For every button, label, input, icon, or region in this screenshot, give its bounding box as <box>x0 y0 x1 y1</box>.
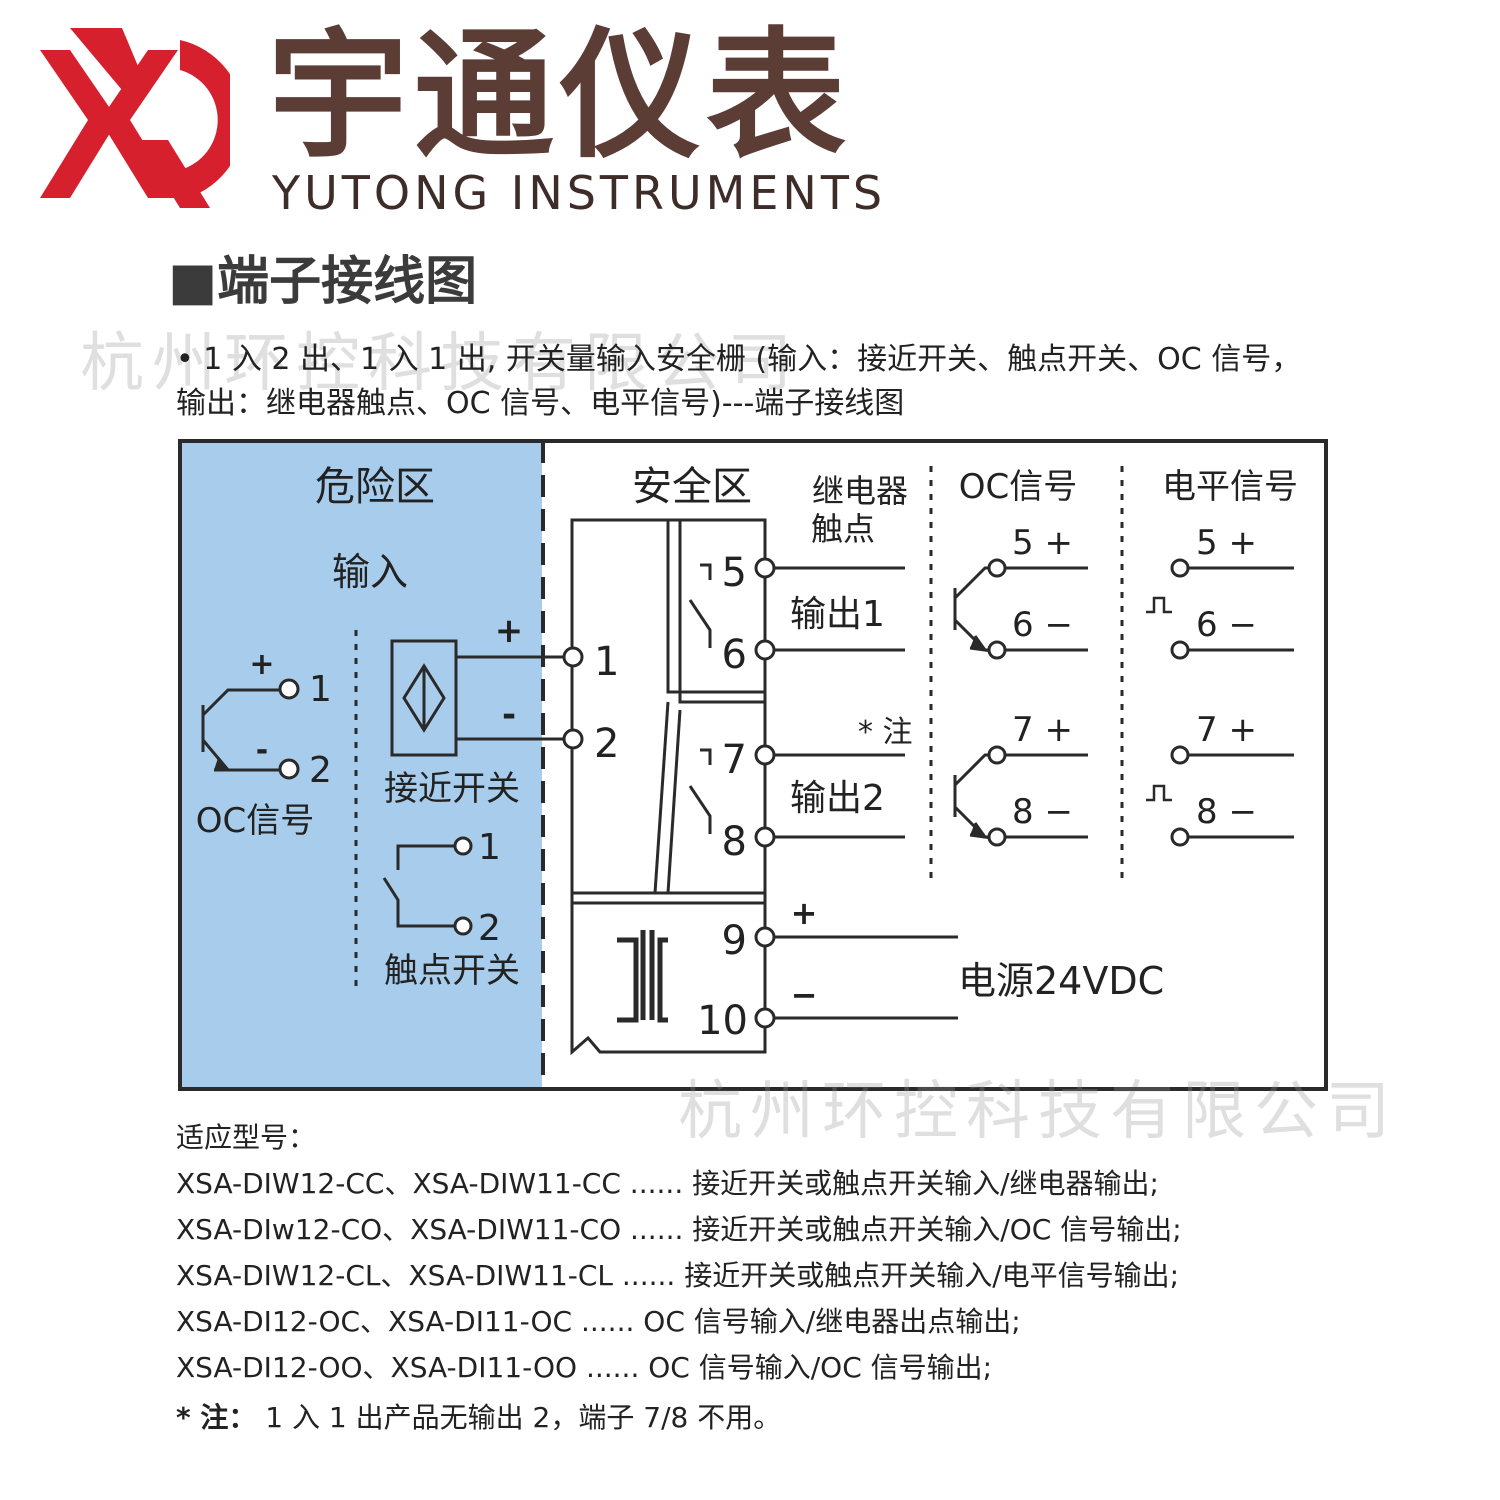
level-output-t5: 5 + <box>1196 523 1257 563</box>
models-note-text: 1 入 1 出产品无输出 2，端子 7/8 不用。 <box>256 1401 782 1434</box>
contact-switch-icon <box>382 836 473 936</box>
power-minus: − <box>791 976 818 1014</box>
brand-name-en: YUTONG INSTRUMENTS <box>272 166 887 220</box>
level-output-t6: 6 − <box>1196 605 1257 645</box>
relay-1-icon <box>688 563 712 648</box>
input-terminal-2: 2 <box>594 721 619 767</box>
watermark: 杭州环控科技有限公司 <box>80 327 800 401</box>
relay-2-icon <box>688 748 712 834</box>
oc-input-minus: - <box>256 733 268 768</box>
module-body <box>570 518 767 1056</box>
input-label: 输入 <box>332 550 408 594</box>
description-line-1: • 1 入 2 出、1 入 1 出, 开关量输入安全栅 (输入：接近开关、触点开… <box>176 342 1302 377</box>
output-terminals <box>754 557 958 1029</box>
model-row: XSA-DIW12-CC、XSA-DIW11-CC ...... 接近开关或触点… <box>176 1167 1159 1200</box>
section-title: ■端子接线图 <box>168 252 478 312</box>
oc-output-transistor-1-icon <box>953 558 1088 660</box>
level-output-2-icon <box>1146 745 1294 847</box>
oc-output-t7: 7 + <box>1012 710 1073 750</box>
safe-zone-title: 安全区 <box>632 464 752 510</box>
output-terminal-5: 5 <box>722 550 747 596</box>
transformer-icon <box>617 930 668 1023</box>
contact-switch-t2: 2 <box>478 908 501 949</box>
relay-output-2: 输出2 <box>790 778 885 819</box>
contact-switch-label: 触点开关 <box>384 951 520 991</box>
input-terminal-1: 1 <box>594 639 619 685</box>
watermark-bottom: 杭州环控科技有限公司 <box>678 1075 1398 1149</box>
oc-input-transistor-icon <box>201 678 300 780</box>
output-terminal-7: 7 <box>722 737 747 783</box>
oc-input-plus: + <box>249 647 274 682</box>
models-note: * 注： 1 入 1 出产品无输出 2，端子 7/8 不用。 <box>176 1396 781 1440</box>
brand-name-cn: 宇通仪表 <box>268 15 853 178</box>
description-line-2: 输出：继电器触点、OC 信号、电平信号)---端子接线图 <box>176 386 905 421</box>
output-terminal-10: 10 <box>697 998 748 1044</box>
hazard-zone-title: 危险区 <box>315 464 435 510</box>
oc-output-t8: 8 − <box>1012 792 1073 832</box>
proximity-label: 接近开关 <box>384 769 520 809</box>
oc-output-header: OC信号 <box>959 467 1078 507</box>
diagram-frame <box>178 439 1328 1091</box>
models-title: 适应型号： <box>176 1121 317 1154</box>
relay-output-1: 输出1 <box>790 594 885 635</box>
oc-output-t5: 5 + <box>1012 523 1073 563</box>
level-output-t7: 7 + <box>1196 710 1257 750</box>
level-output-t8: 8 − <box>1196 792 1257 832</box>
contact-switch-t1: 1 <box>478 827 501 868</box>
hazard-zone <box>180 441 542 1089</box>
model-row: XSA-DIw12-CO、XSA-DIW11-CO ...... 接近开关或触点… <box>176 1213 1182 1246</box>
relay-header-2: 触点 <box>811 510 875 548</box>
power-plus: + <box>791 894 818 932</box>
yutong-logo-icon <box>40 28 230 208</box>
power-label: 电源24VDC <box>958 959 1164 1003</box>
oc-input-label: OC信号 <box>196 801 315 841</box>
proximity-minus: - <box>502 695 516 735</box>
output-terminal-8: 8 <box>722 819 747 865</box>
terminal-2-icon <box>562 728 584 750</box>
model-row: XSA-DI12-OC、XSA-DI11-OC ...... OC 信号输入/继… <box>176 1305 1021 1338</box>
oc-input-t2: 2 <box>309 750 332 791</box>
terminal-1-icon <box>562 646 584 668</box>
relay-header: 继电器 <box>812 472 908 510</box>
model-row: XSA-DIW12-CL、XSA-DIW11-CL ...... 接近开关或触点… <box>176 1259 1180 1292</box>
oc-output-t6: 6 − <box>1012 605 1073 645</box>
model-row: XSA-DI12-OO、XSA-DI11-OO ...... OC 信号输入/O… <box>176 1351 993 1384</box>
models-note-label: * 注： <box>176 1401 257 1434</box>
output-terminal-9: 9 <box>722 918 747 964</box>
level-output-1-icon <box>1146 558 1294 660</box>
output-terminal-6: 6 <box>722 632 747 678</box>
proximity-plus: + <box>495 611 524 651</box>
level-output-header: 电平信号 <box>1162 467 1298 507</box>
oc-output-transistor-2-icon <box>953 745 1088 847</box>
proximity-switch-icon <box>390 639 565 757</box>
oc-input-t1: 1 <box>309 669 332 710</box>
relay-note: * 注 <box>858 715 913 750</box>
